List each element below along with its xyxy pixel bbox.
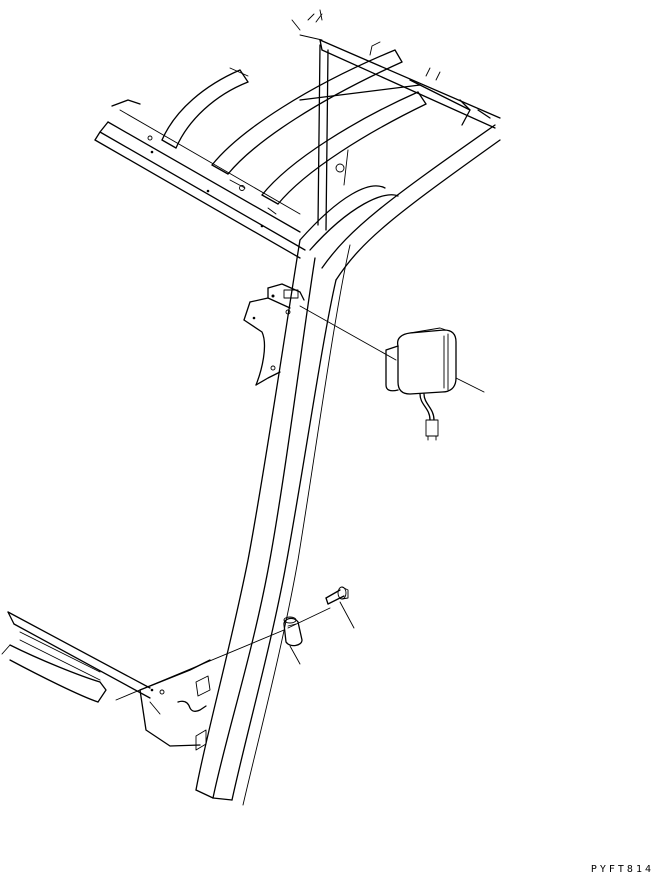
lower-rail [1, 611, 151, 703]
front-pillar [195, 124, 501, 806]
clip [283, 616, 303, 647]
cab-roof [94, 9, 501, 259]
drawing-code: PYFT814 [590, 864, 654, 875]
work-lamp [385, 327, 457, 441]
roof-bows [161, 49, 427, 215]
lamp-bracket [243, 283, 305, 386]
lower-bracket [139, 659, 211, 751]
bolt [325, 586, 349, 605]
leader-lines [115, 305, 485, 701]
